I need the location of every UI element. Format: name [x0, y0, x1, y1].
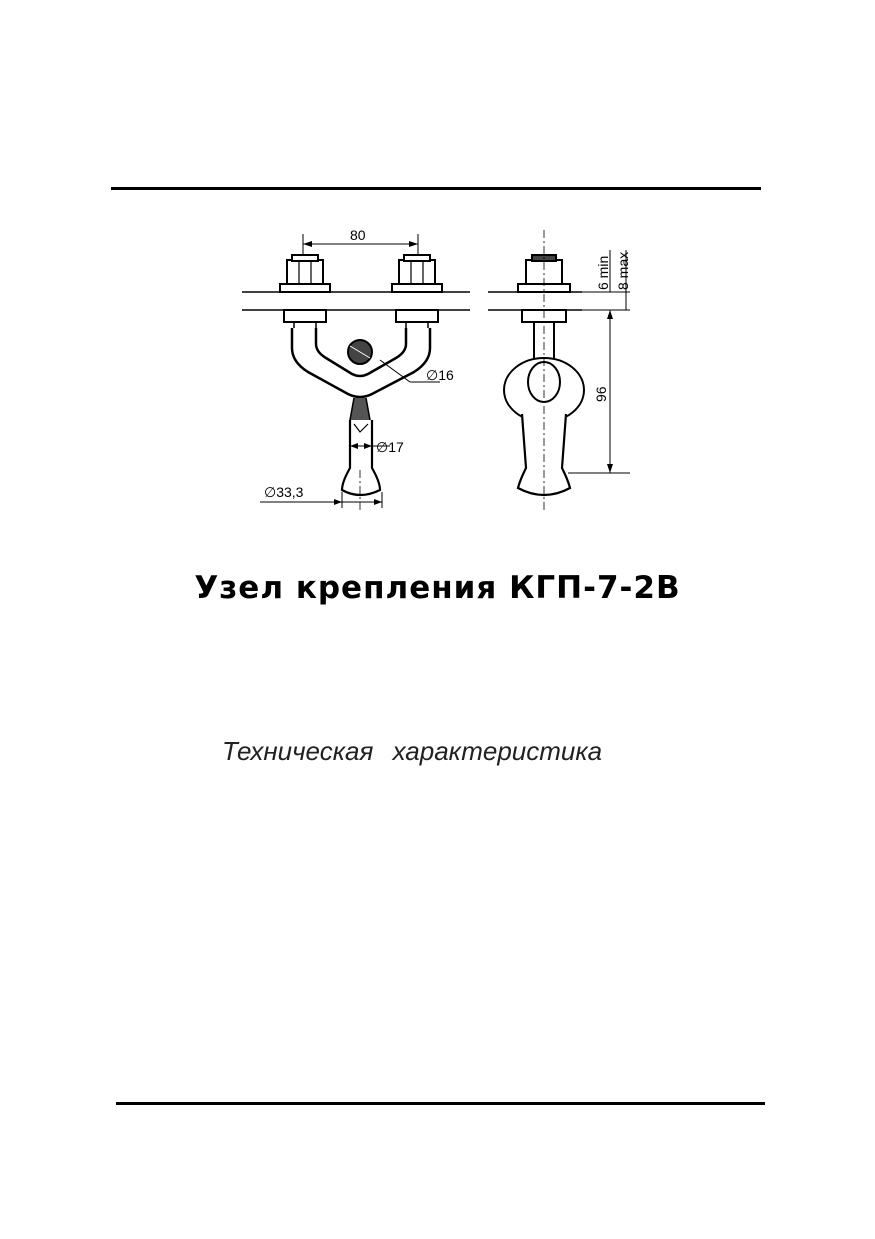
- dim-shank-diameter-label: ∅17: [376, 439, 404, 455]
- front-view: [242, 234, 470, 510]
- dim-wire-diameter-label: ∅16: [426, 367, 454, 383]
- dim-gap-max-label: 8 max: [615, 252, 631, 290]
- section-heading: Техническая характеристика: [222, 736, 603, 766]
- dim-span-label: 80: [350, 227, 366, 243]
- side-view: [488, 230, 630, 510]
- top-divider: [111, 187, 761, 190]
- technical-drawing: 80 ∅16 ∅17 ∅33,3 6 min 8 max 96: [242, 227, 631, 510]
- dim-height-label: 96: [593, 386, 609, 402]
- page-title: Узел крепления КГП-7-2В: [194, 570, 681, 606]
- dim-gap-min-label: 6 min: [595, 256, 611, 290]
- bottom-divider: [116, 1102, 765, 1105]
- dim-head-diameter-label: ∅33,3: [264, 484, 304, 500]
